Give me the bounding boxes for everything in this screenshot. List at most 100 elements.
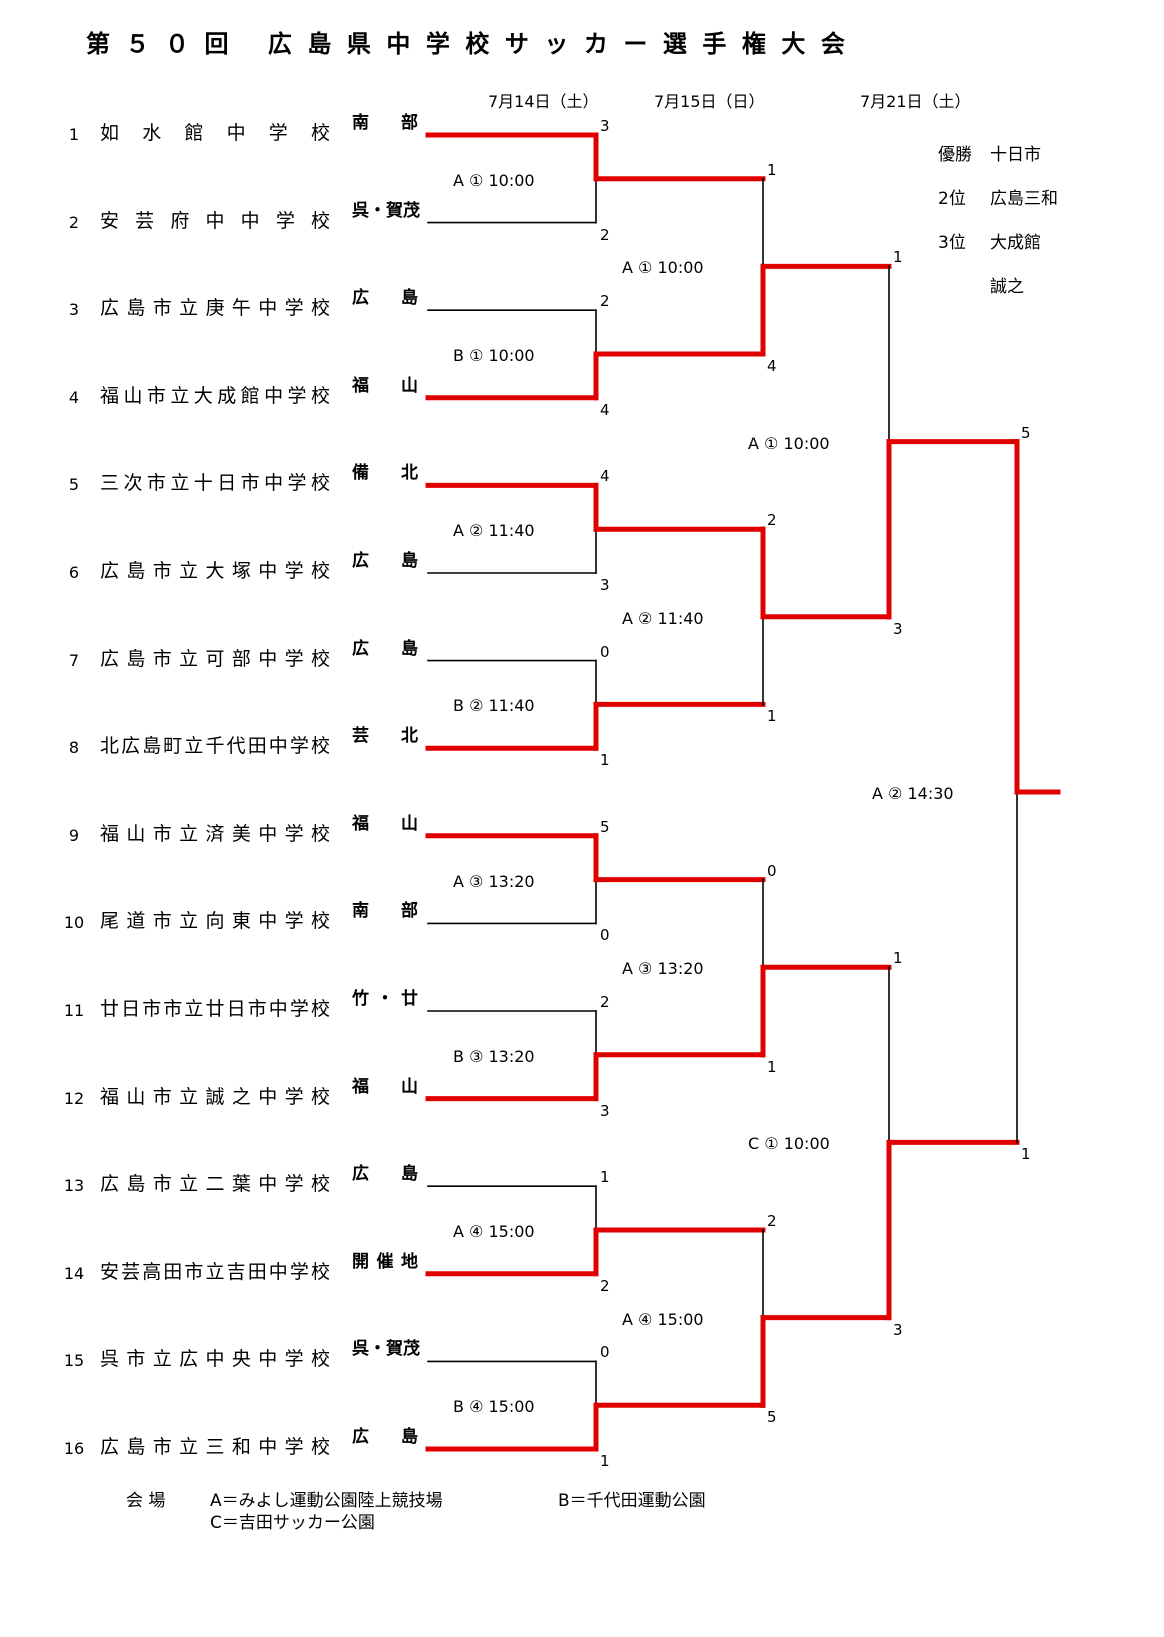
- score-bottom: 3: [600, 1101, 610, 1120]
- team-school: 廿日市市立廿日市中学校: [100, 998, 330, 1020]
- team-school: 北広島町立千代田中学校: [100, 735, 330, 758]
- team-school: 広島市立二葉中学校: [100, 1173, 330, 1196]
- team-school: 呉市立広中央中学校: [100, 1348, 330, 1371]
- team-region: 開催地: [352, 1251, 418, 1272]
- match-label: B ② 11:40: [453, 696, 535, 716]
- team-region: 呉・賀茂: [352, 200, 420, 221]
- score-bottom: 1: [767, 707, 777, 726]
- score-top: 5: [1021, 423, 1031, 442]
- team-school: 広島市立可部中学校: [100, 647, 330, 670]
- venue-a: A＝みよし運動公園陸上競技場: [210, 1491, 443, 1511]
- team-region: 芸北: [352, 726, 418, 747]
- team-number: 5: [68, 475, 80, 495]
- score-top: 1: [893, 248, 903, 267]
- team-number: 10: [63, 913, 85, 933]
- match-label: A ② 11:40: [622, 608, 704, 628]
- match-label: A ④ 15:00: [453, 1222, 535, 1241]
- team-number: 11: [63, 1001, 85, 1020]
- match-label: A ③ 13:20: [622, 959, 704, 979]
- match-label: A ① 10:00: [453, 170, 535, 190]
- score-bottom: 2: [600, 1276, 610, 1295]
- match-label: B ③ 13:20: [453, 1046, 535, 1066]
- team-number: 15: [63, 1351, 85, 1371]
- venue-b: B＝千代田運動公園: [558, 1491, 706, 1511]
- score-top: 2: [767, 1212, 777, 1230]
- team-number: 7: [68, 650, 80, 670]
- team-number: 1: [68, 125, 80, 144]
- standing-team: 広島三和: [990, 189, 1058, 209]
- match-label: B ① 10:00: [453, 346, 535, 365]
- team-number: 2: [68, 212, 80, 232]
- team-region: 備北: [352, 463, 418, 484]
- date-round1: 7月14日（土）: [488, 92, 599, 111]
- score-bottom: 1: [600, 751, 610, 770]
- team-region: 竹・廿: [352, 989, 418, 1009]
- standing-team: 大成館: [990, 233, 1041, 253]
- team-region: 福山: [352, 375, 418, 396]
- score-top: 2: [600, 292, 610, 311]
- team-number: 4: [68, 387, 80, 407]
- score-bottom: 3: [893, 619, 903, 638]
- team-number: 16: [63, 1439, 85, 1458]
- team-school: 尾道市立向東中学校: [100, 910, 330, 933]
- team-number: 14: [63, 1263, 85, 1283]
- match-label: A ② 11:40: [453, 521, 535, 541]
- team-region: 広島: [352, 1427, 418, 1447]
- team-region: 南部: [352, 113, 418, 133]
- team-school: 如水館中学校: [100, 122, 330, 144]
- team-school: 福山市立誠之中学校: [100, 1085, 330, 1108]
- match-label: A ① 10:00: [748, 433, 830, 453]
- page-title: 第５０回 広島県中学校サッカー選手権大会: [86, 30, 861, 58]
- match-label: A ① 10:00: [622, 258, 704, 278]
- score-top: 0: [600, 642, 610, 661]
- team-school: 福山市立済美中学校: [100, 822, 330, 845]
- score-bottom: 1: [767, 1057, 777, 1076]
- venue-heading: 会 場: [126, 1491, 166, 1511]
- team-school: 安芸府中中学校: [100, 209, 330, 232]
- score-top: 5: [600, 817, 610, 836]
- team-region: 広島: [352, 638, 418, 659]
- team-school: 安芸高田市立吉田中学校: [100, 1260, 330, 1283]
- venue-c: C＝吉田サッカー公園: [210, 1513, 375, 1533]
- score-bottom: 1: [600, 1452, 610, 1470]
- score-top: 1: [600, 1168, 610, 1187]
- team-number: 9: [68, 825, 80, 845]
- match-label: A ③ 13:20: [453, 871, 535, 891]
- match-label: C ① 10:00: [748, 1134, 830, 1154]
- team-number: 12: [63, 1088, 85, 1108]
- score-top: 3: [600, 117, 610, 135]
- team-school: 広島市立大塚中学校: [100, 560, 330, 582]
- team-region: 広島: [352, 551, 418, 571]
- standing-rank: 3位: [938, 233, 966, 253]
- team-region: 福山: [352, 1076, 418, 1097]
- score-top: 1: [893, 949, 903, 968]
- score-top: 2: [767, 511, 777, 530]
- standing-team: 十日市: [990, 145, 1041, 165]
- match-label: B ④ 15:00: [453, 1397, 535, 1417]
- standing-rank: 2位: [938, 189, 966, 209]
- score-bottom: 3: [600, 576, 610, 594]
- team-school: 広島市立三和中学校: [100, 1436, 330, 1458]
- score-bottom: 5: [767, 1408, 777, 1427]
- date-round2: 7月15日（日）: [654, 92, 765, 111]
- team-number: 6: [68, 563, 80, 582]
- score-top: 0: [767, 861, 777, 880]
- team-region: 呉・賀茂: [352, 1339, 420, 1360]
- team-region: 福山: [352, 813, 418, 834]
- score-top: 4: [600, 467, 610, 486]
- score-bottom: 3: [893, 1320, 903, 1339]
- score-top: 1: [767, 160, 777, 179]
- standing-team: 誠之: [990, 277, 1024, 297]
- team-region: 広島: [352, 288, 418, 309]
- score-top: 2: [600, 993, 610, 1011]
- score-bottom: 2: [600, 225, 610, 244]
- team-number: 3: [68, 300, 80, 320]
- team-number: 8: [68, 738, 80, 758]
- match-label: A ④ 15:00: [622, 1309, 704, 1329]
- score-bottom: 4: [600, 400, 610, 419]
- score-top: 0: [600, 1343, 610, 1362]
- team-number: 13: [63, 1176, 85, 1196]
- score-bottom: 4: [767, 357, 777, 375]
- team-region: 南部: [352, 901, 418, 922]
